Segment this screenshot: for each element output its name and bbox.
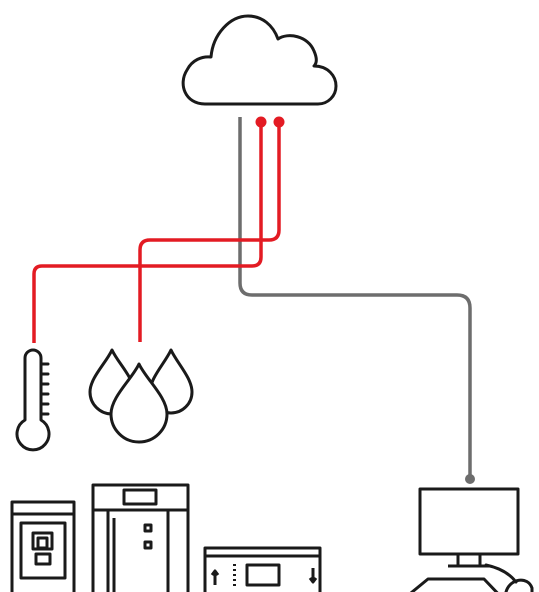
cloud-icon: [181, 14, 338, 106]
coffee-machine-icon: [10, 500, 76, 592]
water-drops-icon: [88, 348, 194, 444]
thermometer-icon: [15, 348, 51, 452]
computer-connection-node: [465, 474, 475, 484]
cloud-to-water-drops-connector: [138, 116, 285, 342]
keyboard-icon: [409, 577, 499, 592]
water-drops-connection-node: [273, 116, 285, 128]
cloud-to-thermometer-connector: [32, 116, 267, 343]
thermometer-connection-node: [255, 116, 267, 128]
computer-mouse-icon: [484, 563, 534, 592]
vending-cabinet-icon: [91, 483, 190, 592]
cloud-to-computer-connector: [238, 117, 475, 484]
control-panel-icon: [203, 546, 322, 592]
computer-monitor-icon: [418, 487, 520, 568]
